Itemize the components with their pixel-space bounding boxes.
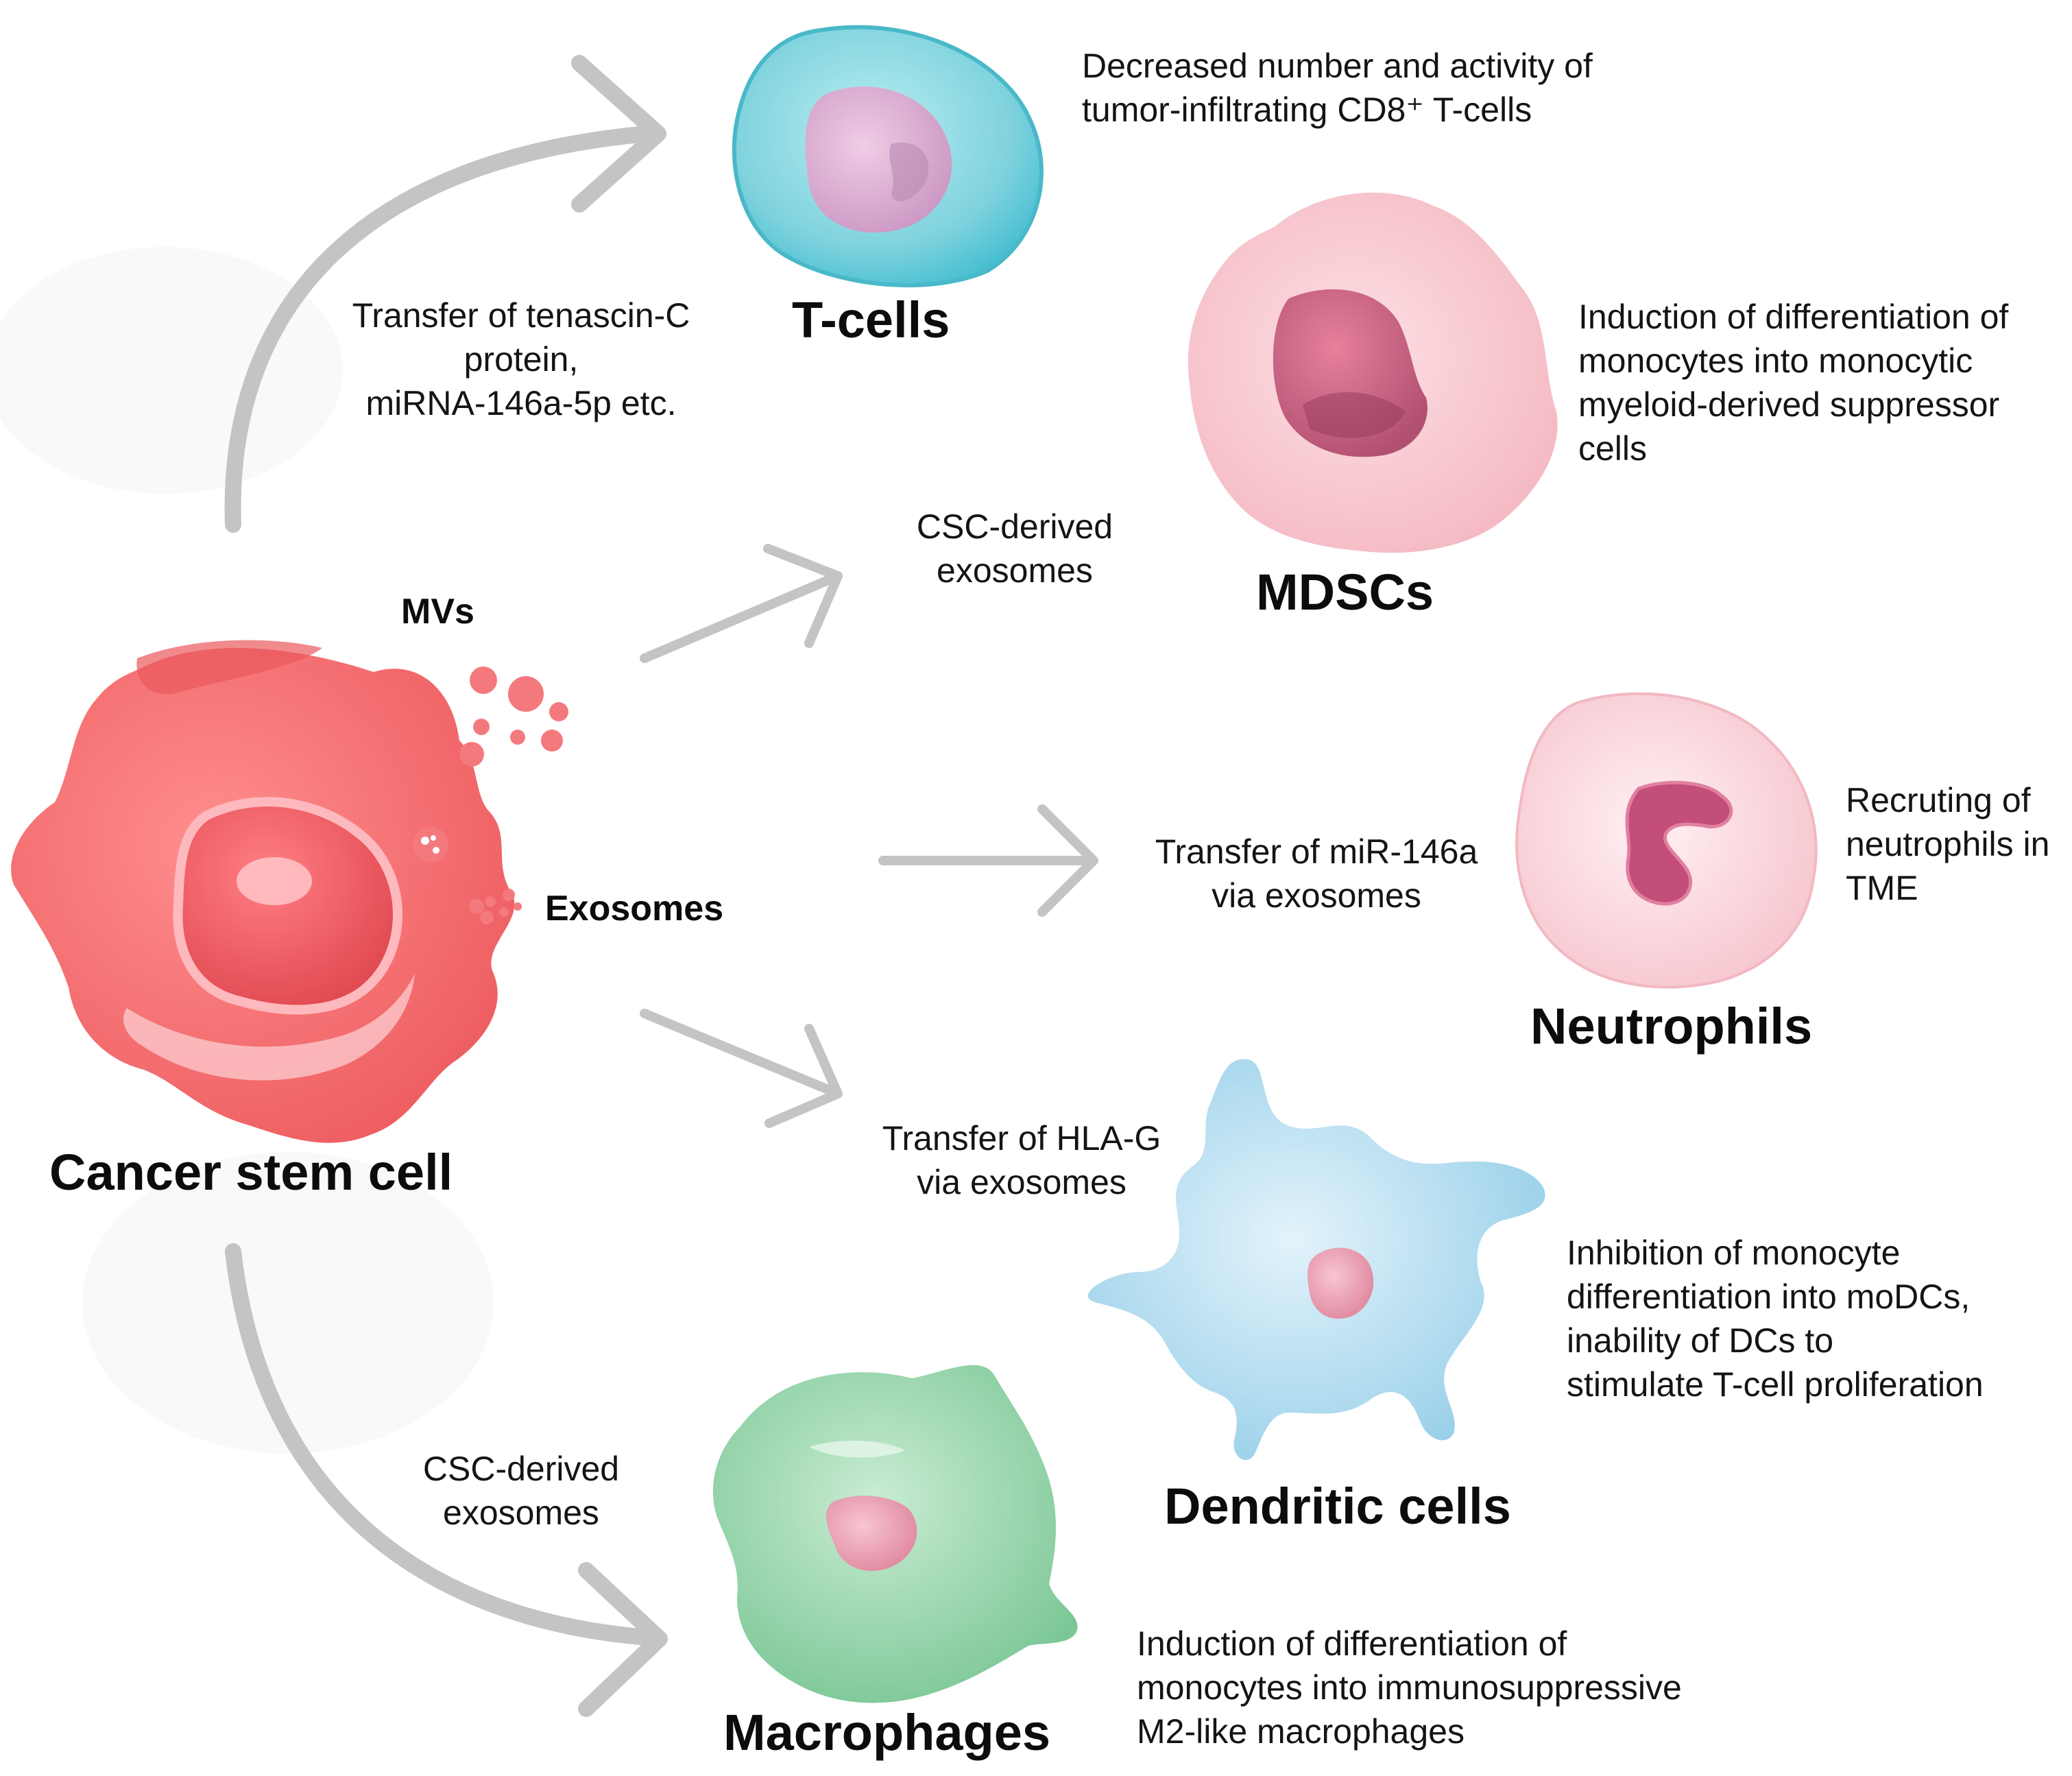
effect-line: TME [1846,869,1918,907]
macrophages-title: Macrophages [723,1704,1051,1761]
effect-mdscs: Induction of differentiation of monocyte… [1578,295,2058,470]
t-cells-title: T-cells [792,291,950,348]
effect-line: cells [1578,429,1648,468]
arrow-label-line: exosomes [443,1493,599,1532]
effect-line: Induction of differentiation of [1578,298,2009,336]
effect-line: differentiation into moDCs, [1567,1277,1971,1316]
arrow-to-dendritic [640,1009,843,1099]
effect-neutrophils: Recruting of neutrophils in TME [1846,778,2065,910]
t-cell-illustration [732,25,1044,288]
effect-dendritic: Inhibition of monocyte differentiation i… [1567,1231,2060,1406]
arrow-to-tcells-head [571,55,666,213]
arrow-label-line: Transfer of HLA-G [882,1119,1161,1157]
effect-line: tumor-infiltrating CD8⁺ T-cells [1082,91,1532,129]
effect-macrophages: Induction of differentiation of monocyte… [1137,1622,1754,1753]
exosomes-label: Exosomes [545,889,724,928]
arrow-to-neutrophils-head [1037,804,1098,917]
effect-line: Decreased number and activity of [1082,47,1593,85]
arrow-to-dendritic-head [764,1024,843,1128]
arrow-to-mdscs [640,571,843,663]
effect-line: neutrophils in [1846,825,2050,863]
arrow-label-mdscs: CSC-derived exosomes [864,505,1166,592]
arrow-label-neutrophils: Transfer of miR-146a via exosomes [1124,830,1508,917]
arrow-label-line: miRNA-146a-5p etc. [365,384,677,422]
arrow-to-macrophages-head [578,1562,668,1717]
arrow-label-tcells: Transfer of tenascin-C protein, miRNA-14… [302,293,740,425]
arrow-to-tcells [224,125,656,533]
effect-line: Recruting of [1846,781,2031,819]
effect-line: myeloid-derived suppressor [1578,385,2000,424]
arrow-label-line: via exosomes [1212,876,1421,915]
arrow-label-line: CSC-derived [422,1450,620,1488]
effect-line: stimulate T-cell proliferation [1567,1365,1984,1404]
arrow-label-line: exosomes [937,551,1093,590]
neutrophils-title: Neutrophils [1530,998,1813,1055]
arrows [224,55,1098,1717]
arrow-to-mdscs-head [763,544,843,648]
cancer-stem-cell-illustration [11,640,515,1143]
effect-line: monocytes into monocytic [1578,341,1973,380]
arrow-label-dendritic: Transfer of HLA-G via exosomes [836,1116,1207,1204]
background-haze [0,247,494,1454]
arrow-label-line: Transfer of miR-146a [1155,832,1478,871]
mdscs-title: MDSCs [1256,564,1434,621]
cancer-stem-cell-title: Cancer stem cell [49,1144,453,1201]
neutrophil-illustration [1515,692,1818,989]
arrow-label-macrophages: CSC-derived exosomes [370,1447,672,1535]
exosomes-dots [413,827,522,924]
arrow-label-line: Transfer of tenascin-C [352,296,690,335]
effect-line: Inhibition of monocyte [1567,1234,1901,1272]
arrow-label-line: CSC-derived [916,507,1113,546]
arrow-to-macrophages [225,1243,656,1646]
effect-tcells: Decreased number and activity of tumor-i… [1082,44,1644,132]
mdsc-illustration [1188,192,1558,553]
mvs-label: MVs [401,592,474,632]
dendritic-cell-illustration [1087,1059,1545,1461]
arrow-label-line: via exosomes [917,1163,1127,1201]
effect-line: monocytes into immunosuppressive [1137,1668,1682,1707]
microvesicles [459,667,568,767]
dendritic-cells-title: Dendritic cells [1164,1478,1511,1535]
macrophage-illustration [712,1365,1078,1703]
arrow-label-line: protein, [463,340,579,379]
effect-line: Induction of differentiation of [1137,1624,1567,1663]
effect-line: M2-like macrophages [1137,1712,1465,1751]
effect-line: inability of DCs to [1567,1321,1834,1360]
